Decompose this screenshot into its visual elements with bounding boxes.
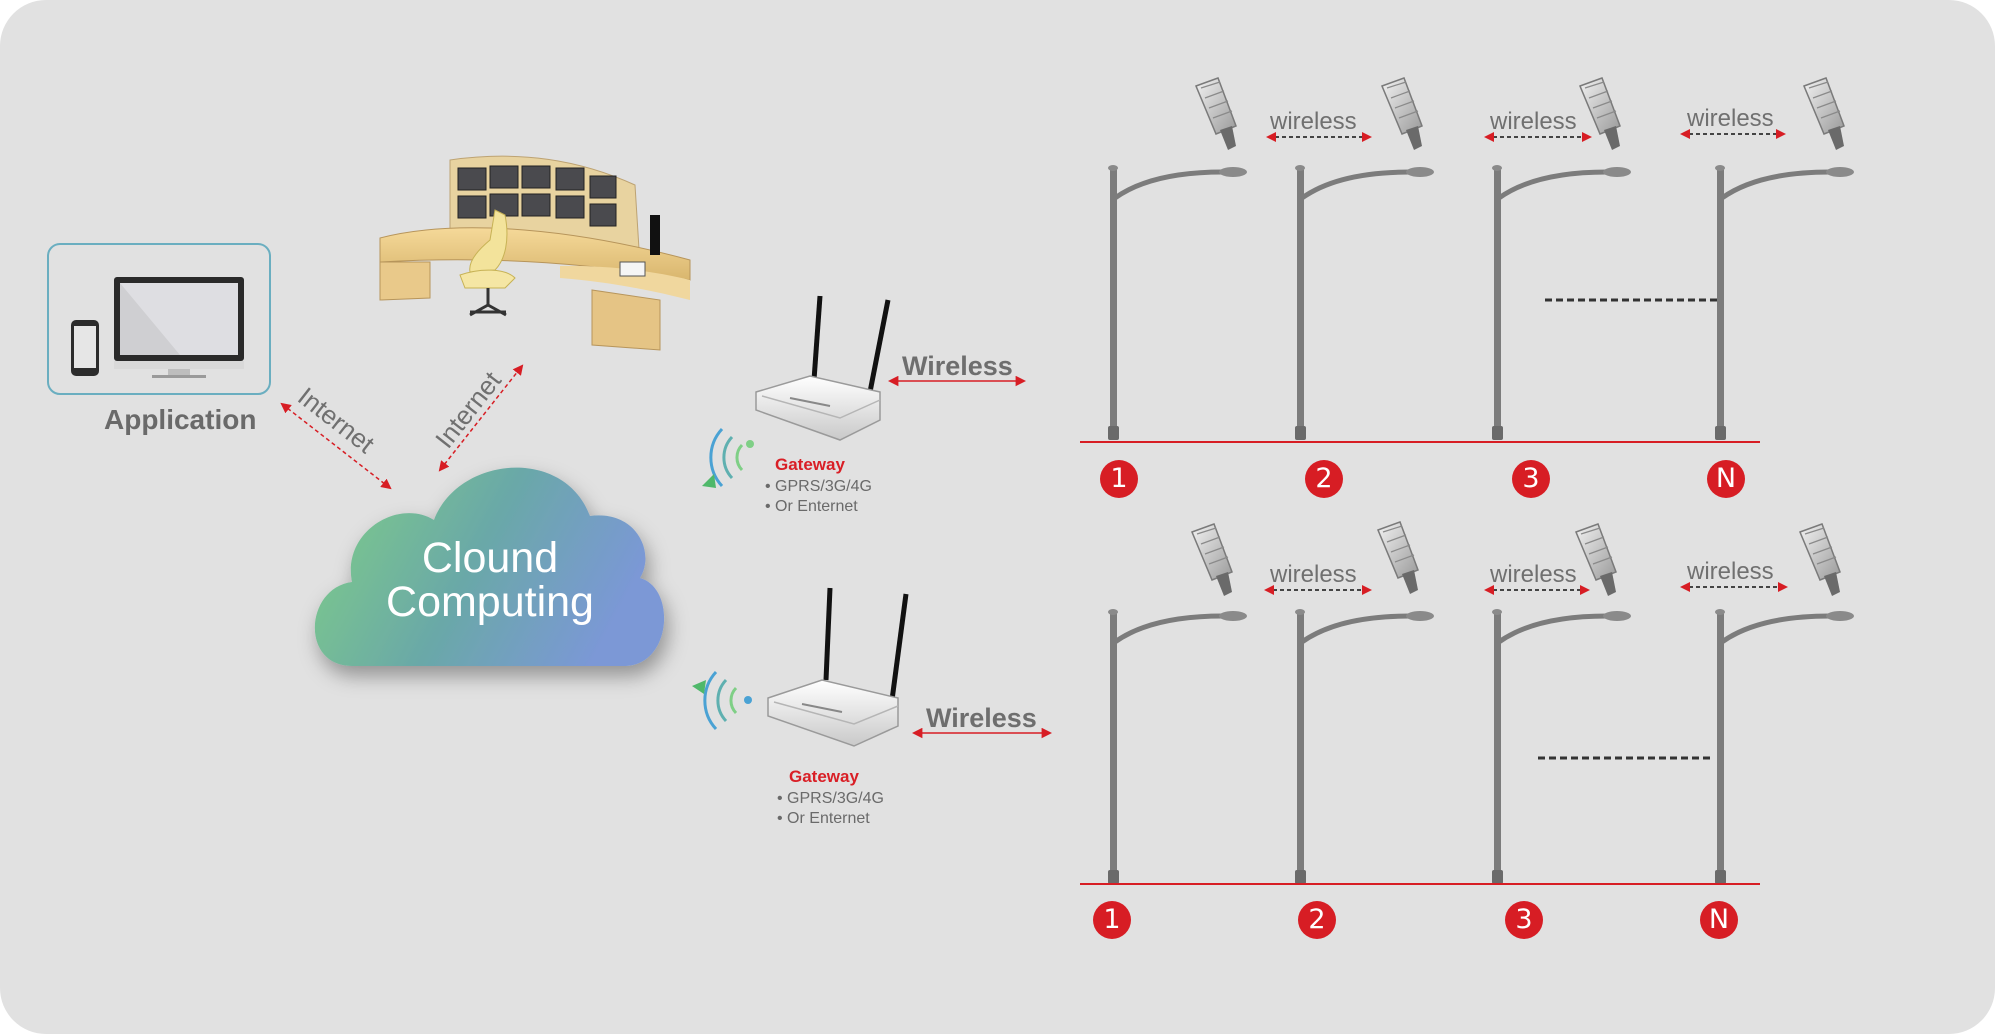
- application-label: Application: [104, 404, 257, 435]
- gateway-router-top: [755, 295, 891, 441]
- bottom-row-badge-2: 2: [1298, 901, 1336, 939]
- internet-label-left: Internet: [292, 381, 381, 459]
- gateway-top-item-1: • GPRS/3G/4G: [765, 478, 872, 495]
- wifi-icon-bottom: [692, 670, 752, 731]
- monitor-icon: [114, 277, 244, 378]
- wifi-icon-top: [702, 427, 754, 488]
- internet-link-left: [280, 402, 392, 490]
- bottom-row-wireless-3: wireless: [1687, 558, 1774, 585]
- top-row-wireless-1: wireless: [1270, 108, 1357, 135]
- top-row-badge-n: N: [1707, 460, 1745, 498]
- bottom-row-badge-n: N: [1700, 901, 1738, 939]
- gateway-bottom-title: Gateway: [789, 767, 859, 786]
- top-row-badge-3: 3: [1512, 460, 1550, 498]
- top-row-badge-2: 2: [1305, 460, 1343, 498]
- bottom-row-wireless-2: wireless: [1490, 561, 1577, 588]
- gateway-bottom-item-1: • GPRS/3G/4G: [777, 790, 884, 807]
- gateway-top-item-2: • Or Enternet: [765, 498, 858, 515]
- top-row-wireless-3: wireless: [1687, 105, 1774, 132]
- application-box: [47, 243, 271, 395]
- top-row-wireless-2: wireless: [1490, 108, 1577, 135]
- cloud-label-line2: Computing: [386, 578, 594, 627]
- gateway-bottom-wireless-label: Wireless: [926, 703, 1037, 733]
- internet-label-right: Internet: [429, 365, 507, 454]
- street-lights-top: [1080, 77, 1854, 443]
- street-lights-bottom: [1080, 521, 1854, 884]
- bottom-row-badge-1: 1: [1093, 901, 1131, 939]
- gateway-top-title: Gateway: [775, 455, 845, 474]
- gateway-router-bottom: [767, 587, 909, 747]
- top-row-badge-1: 1: [1100, 460, 1138, 498]
- cloud-label-line1: Clound: [421, 534, 559, 582]
- phone-icon: [71, 320, 99, 376]
- gateway-top-wireless-label: Wireless: [902, 351, 1013, 381]
- bottom-row-badge-3: 3: [1505, 901, 1543, 939]
- cloud-label: Clound Computing: [330, 536, 650, 625]
- gateway-bottom-item-2: • Or Enternet: [777, 810, 870, 827]
- cloud-shape: [314, 467, 665, 666]
- bottom-row-wireless-1: wireless: [1270, 561, 1357, 588]
- control-room-icon: [379, 155, 691, 351]
- internet-link-right: [438, 364, 524, 472]
